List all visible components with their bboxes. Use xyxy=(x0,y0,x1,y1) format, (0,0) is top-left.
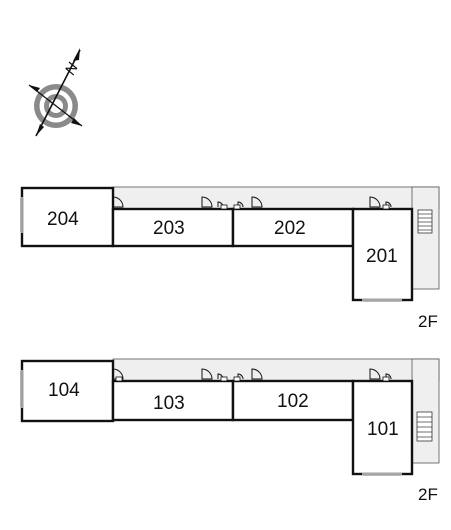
room-label-101: 101 xyxy=(367,419,399,440)
stairs-icon xyxy=(417,209,433,234)
floor-label-upper: 2F xyxy=(418,312,438,331)
corridor-end xyxy=(411,358,440,464)
room-label-102: 102 xyxy=(277,391,309,412)
meter-box-icon xyxy=(220,204,390,210)
floor-plan-upper: 204 203 202 201 2F xyxy=(20,186,440,331)
corridor xyxy=(112,358,440,382)
corridor-end xyxy=(411,186,440,290)
stairs-icon xyxy=(416,411,433,442)
room-201-outline xyxy=(351,207,414,302)
room-103-outline xyxy=(111,379,235,422)
room-101-outline xyxy=(351,379,414,476)
room-104-outline xyxy=(20,359,115,423)
room-label-202: 202 xyxy=(274,218,306,239)
room-label-103: 103 xyxy=(153,393,185,414)
corridor xyxy=(112,186,440,210)
floor-label-lower: 2F xyxy=(418,485,438,504)
room-label-201: 201 xyxy=(366,246,398,267)
floor-plan-lower: 104 103 102 101 2F xyxy=(20,358,440,504)
compass: N xyxy=(28,48,83,137)
room-label-203: 203 xyxy=(153,218,185,239)
meter-box-icon xyxy=(115,376,390,382)
compass-rose-icon xyxy=(28,48,83,137)
compass-north-letter: N xyxy=(62,60,82,78)
room-label-104: 104 xyxy=(48,380,80,401)
room-label-204: 204 xyxy=(47,209,79,230)
